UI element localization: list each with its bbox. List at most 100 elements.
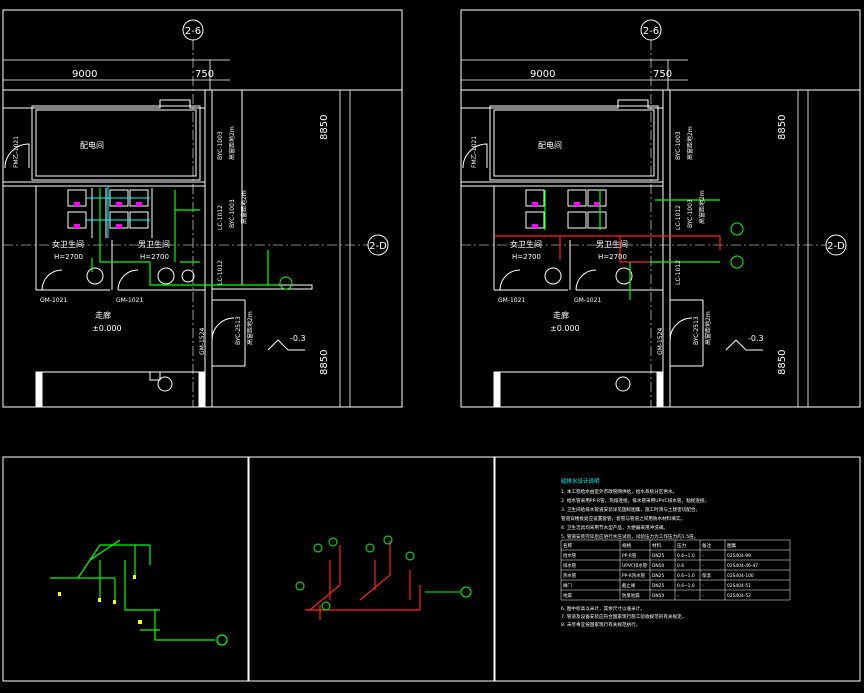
dim-9000: 9000: [72, 69, 97, 80]
table-cell: 0.6~1.0: [677, 573, 695, 579]
table-cell: 02S404-51: [727, 583, 751, 589]
table-cell: 02S404-99: [727, 553, 751, 559]
table-cell: DN25: [652, 573, 664, 579]
vertical-hw2-r: 高窗距地2m: [698, 190, 706, 224]
corridor-label: 走廊: [95, 310, 111, 320]
room-label-men: 男卫生间: [138, 239, 170, 249]
table-cell: 保温: [702, 572, 711, 579]
room-label-power-r: 配电间: [538, 140, 562, 150]
level-mark-r: -0.3: [748, 334, 764, 343]
table-cell: 02S404-100: [727, 573, 754, 579]
table-cell: 防臭地漏: [622, 592, 640, 599]
table-header: 图集: [727, 542, 737, 549]
vertical-hw1-r: 高窗距地2m: [686, 126, 694, 160]
table-cell: UPVC排水管: [622, 562, 648, 569]
grid-label-2-D: 2-D: [369, 241, 387, 252]
riser-symbol-r1: [730, 222, 744, 236]
plan-right: 2-6 2-D 9000 750 8850 8850: [461, 19, 860, 408]
cold-axo-fixtures: [58, 575, 142, 624]
grid-bubble-2-6: [182, 19, 204, 41]
grid-bubble-2-6-right: [640, 19, 662, 41]
frame-hot-axo: [248, 456, 495, 682]
table-header: 名称: [563, 542, 573, 549]
vertical-byc3: BYC-2513: [235, 316, 242, 345]
vertical-byc2-r: BYC-1003: [687, 199, 694, 228]
notes-line: 管道穿楼板处应设置套管，套管与管道之间用防水材料填实。: [561, 515, 685, 522]
door-label-gm1-r: GM-1021: [498, 297, 525, 304]
notes-after-line: 6. 图中标高以米计，其余尺寸以毫米计。: [561, 605, 645, 612]
table-cell: -: [702, 564, 704, 569]
table-header: 材料: [652, 542, 662, 549]
table-cell: DN50: [652, 563, 664, 569]
grid-label-2-6-right: 2-6: [643, 26, 659, 37]
table-cell: PP-R热水管: [622, 572, 646, 579]
vertical-lc2: LC-1012: [217, 260, 224, 285]
hot-axo-valves: [295, 535, 472, 611]
vertical-lc2-r: LC-1012: [675, 260, 682, 285]
vertical-hw3-r: 高窗距地2m: [704, 311, 712, 345]
plan-left: 2-6 2-D 9000 750 8850 8850: [3, 19, 402, 408]
table-cell: 排水管: [563, 562, 577, 569]
notes-line: 5. 管道安装完毕后应进行水压试验，试验压力为工作压力的1.5倍。: [561, 533, 698, 540]
table-cell: 0.6~1.0: [677, 583, 695, 589]
notes-after-line: 7. 管道及设备安装应符合国家现行施工验收规范的有关规定。: [561, 613, 686, 620]
notes-after-line: 8. 未尽事宜按国家现行有关规范执行。: [561, 621, 640, 628]
height-label-women: H=2700: [54, 253, 83, 261]
design-notes: 给排水设计说明 1. 本工程给水由室外市政管网供给，给水系统分区供水。 2. 给水…: [560, 477, 791, 628]
dim-8850-bottom-right: 8850: [777, 350, 788, 375]
door-label-gm3-r: GM-1524: [657, 328, 664, 355]
corridor-label-r: 走廊: [553, 310, 569, 320]
height-label-men: H=2700: [140, 253, 169, 261]
dim-750: 750: [195, 69, 214, 80]
table-cell: DN25: [652, 583, 664, 589]
vertical-byc1: BYC-1003: [217, 131, 224, 160]
grid-bubble-2-D-right: [825, 234, 847, 256]
vertical-byc1-r: BYC-1003: [675, 131, 682, 160]
riser-symbol-left: [279, 276, 293, 290]
panel-frames: [2, 9, 861, 682]
vertical-byc2: BYC-1003: [229, 199, 236, 228]
room-label-men-r: 男卫生间: [596, 239, 628, 249]
height-label-men-r: H=2700: [598, 253, 627, 261]
door-label-gm3: GM-1524: [199, 328, 206, 355]
notes-after: 6. 图中标高以米计，其余尺寸以毫米计。7. 管道及设备安装应符合国家现行施工验…: [561, 605, 686, 628]
table-header: 备注: [702, 542, 712, 549]
room-label-women: 女卫生间: [52, 239, 84, 249]
table-cell: 0.6: [677, 563, 684, 569]
notes-line: 3. 卫生间给排水管道安装详见国标图集，施工时须与土建密切配合。: [561, 506, 700, 513]
vertical-hw2: 高窗距地2m: [240, 190, 248, 224]
notes-heading: 给排水设计说明: [561, 477, 600, 485]
room-label-women-r: 女卫生间: [510, 239, 542, 249]
door-label-fm: FM乙-1021: [13, 136, 20, 168]
table-cell: 02S404-52: [727, 593, 751, 599]
level-mark: -0.3: [290, 334, 306, 343]
table-cell: -: [702, 594, 704, 599]
table-cell: 0.6~1.0: [677, 553, 695, 559]
frame-cold-axo: [2, 456, 249, 682]
vertical-hw1: 高窗距地2m: [228, 126, 236, 160]
riser-symbol-r2: [730, 255, 744, 269]
table-header: 压力: [677, 542, 687, 549]
grid-label-2-6: 2-6: [185, 26, 201, 37]
vertical-lc1: LC-1012: [217, 205, 224, 230]
notes-line: 2. 给水管采用PP-R管，热熔连接，排水管采用UPVC排水管，粘接连接。: [561, 497, 709, 504]
dim-8850-bottom: 8850: [319, 350, 330, 375]
table-cell: 给水管: [563, 552, 577, 559]
dim-750-right: 750: [653, 69, 672, 80]
table-cell: 热水管: [563, 572, 577, 579]
dim-8850-top: 8850: [319, 115, 330, 140]
notes-lines: 1. 本工程给水由室外市政管网供给，给水系统分区供水。 2. 给水管采用PP-R管…: [561, 488, 709, 540]
notes-line: 1. 本工程给水由室外市政管网供给，给水系统分区供水。: [561, 488, 677, 495]
table-cell: 地漏: [563, 592, 572, 599]
door-label-fm-r: FM乙-1021: [471, 136, 478, 168]
height-label-women-r: H=2700: [512, 253, 541, 261]
door-label-gm2: GM-1021: [116, 297, 143, 304]
table-cell: DN50: [652, 593, 664, 599]
frame-notes: [494, 456, 861, 682]
notes-line: 4. 卫生洁具均采用节水型产品，大便器采用冲洗阀。: [561, 524, 668, 531]
table-cell: PP-R管: [622, 552, 637, 559]
grid-bubble-2-D: [367, 234, 389, 256]
dim-8850-top-right: 8850: [777, 115, 788, 140]
